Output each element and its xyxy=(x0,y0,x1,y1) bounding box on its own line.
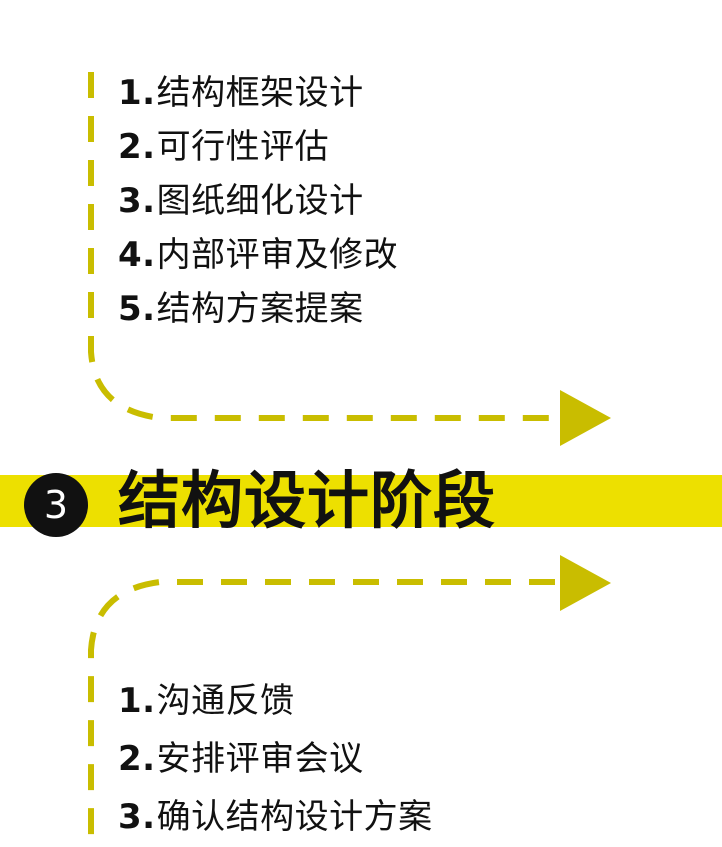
top-step-4: 4. 内部评审及修改 xyxy=(118,228,398,282)
phase-highlight-band xyxy=(0,475,722,527)
bottom-step-list: 1. 沟通反馈 2. 安排评审会议 3. 确认结构设计方案 xyxy=(118,672,433,846)
phase-number-badge: 3 xyxy=(24,473,88,537)
bottom-connector-line xyxy=(88,579,555,835)
bottom-step-3: 3. 确认结构设计方案 xyxy=(118,788,433,846)
top-step-1-text: 结构框架设计 xyxy=(156,73,364,113)
bottom-step-3-text: 确认结构设计方案 xyxy=(156,797,433,837)
top-step-1: 1. 结构框架设计 xyxy=(118,66,398,120)
top-step-2-number: 2. xyxy=(118,127,156,167)
top-arrow-head-icon xyxy=(560,390,611,446)
top-step-3: 3. 图纸细化设计 xyxy=(118,174,398,228)
top-step-5: 5. 结构方案提案 xyxy=(118,282,398,336)
bottom-step-2-text: 安排评审会议 xyxy=(156,739,364,779)
bottom-step-1-text: 沟通反馈 xyxy=(156,681,295,721)
top-step-1-number: 1. xyxy=(118,73,156,113)
bottom-step-2-number: 2. xyxy=(118,739,156,779)
top-step-4-text: 内部评审及修改 xyxy=(156,235,399,275)
top-step-3-text: 图纸细化设计 xyxy=(156,181,364,221)
top-step-2-text: 可行性评估 xyxy=(156,127,330,167)
bottom-step-1-number: 1. xyxy=(118,681,156,721)
bottom-step-3-number: 3. xyxy=(118,797,156,837)
bottom-step-2: 2. 安排评审会议 xyxy=(118,730,433,788)
top-step-5-number: 5. xyxy=(118,289,156,329)
top-step-2: 2. 可行性评估 xyxy=(118,120,398,174)
phase-title: 结构设计阶段 xyxy=(118,464,497,537)
bottom-step-1: 1. 沟通反馈 xyxy=(118,672,433,730)
top-step-list: 1. 结构框架设计 2. 可行性评估 3. 图纸细化设计 4. 内部评审及修改 … xyxy=(118,66,398,336)
top-step-4-number: 4. xyxy=(118,235,156,275)
top-step-5-text: 结构方案提案 xyxy=(156,289,364,329)
top-step-3-number: 3. xyxy=(118,181,156,221)
bottom-arrow-head-icon xyxy=(560,555,611,611)
top-connector-line xyxy=(88,72,555,421)
